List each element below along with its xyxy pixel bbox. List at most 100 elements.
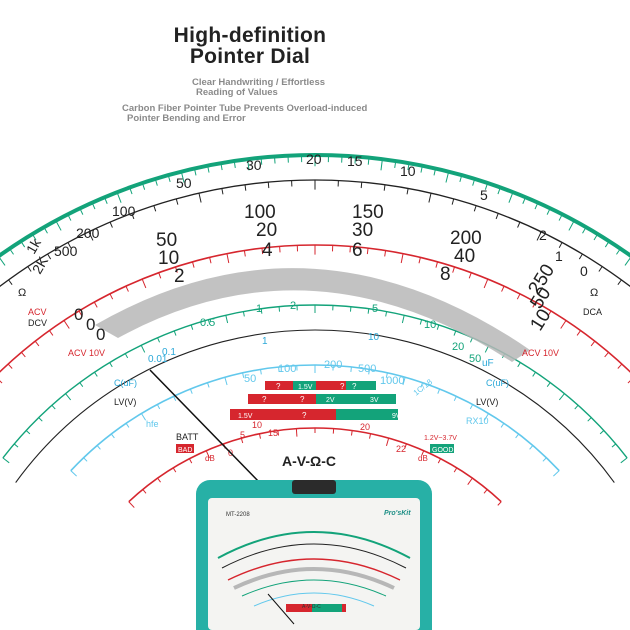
ohm-scale-tick: [433, 168, 437, 176]
acv-scale-tick: [261, 248, 264, 255]
acv10-scale-tick: [51, 405, 56, 410]
v-scale-label: 200: [450, 228, 482, 249]
db-scale-tick: [128, 501, 135, 508]
acv10-scale-tick: [599, 430, 605, 435]
acv-scale-tick: [158, 272, 162, 279]
acv-scale-tick: [418, 257, 421, 264]
acv-scale-tick: [109, 293, 114, 300]
db-scale-tick: [404, 443, 407, 449]
hfe-scale-label: 200: [324, 359, 342, 371]
acv10-scale-tick: [173, 330, 177, 336]
battery-block-text: ?: [276, 382, 281, 391]
dcv-scale-tick: [360, 182, 363, 189]
acv-scale-tick: [560, 320, 567, 329]
dcv-scale-tick: [451, 198, 455, 205]
lvv-label-right: LV(V): [476, 397, 498, 407]
dcv-scale-tick: [517, 221, 521, 228]
lvv-label-left: LV(V): [114, 397, 136, 407]
ohm-scale-tick: [180, 171, 185, 183]
dcv-scale-tick: [67, 242, 72, 248]
ohm-scale-tick: [116, 192, 122, 203]
hfe-scale-tick: [402, 377, 406, 386]
acv10-scale-tick: [558, 393, 565, 401]
headline-line2: Pointer Dial: [189, 45, 311, 68]
dial-ticks: [0, 155, 630, 508]
acv10-scale-tick: [401, 315, 405, 324]
acv-scale-tick: [532, 301, 537, 308]
ohm-scale-tick: [420, 165, 423, 173]
db-scale-tick: [295, 428, 298, 437]
hfe-scale-tick: [207, 382, 210, 388]
battery-block-text: 9V: [392, 413, 401, 420]
acv10-scale-tick: [611, 443, 617, 448]
acv-scale-tick: [366, 248, 369, 255]
hfe-scale-tick: [437, 388, 441, 394]
rx10-label: RX10: [466, 416, 489, 426]
acv10-scale-tick: [157, 337, 161, 343]
bad-label: BAD: [178, 447, 192, 454]
dcv-scale-tick: [27, 266, 32, 272]
ohm-scale-tick: [67, 214, 72, 221]
acv-scale-tick: [125, 285, 129, 292]
acv-label-left: ACV: [28, 307, 47, 317]
hfe-scale-tick: [542, 457, 547, 462]
cap-scale-label: 0.01: [148, 354, 168, 365]
ohm-scale-tick: [79, 208, 84, 215]
dcv-scale-tick: [473, 205, 477, 212]
dcv-scale-tick: [495, 213, 499, 220]
dca-label: DCA: [583, 307, 602, 317]
db-scale-tick: [483, 489, 488, 494]
acv-scale-tick: [243, 250, 246, 257]
hfe-scale-tick: [189, 388, 193, 394]
ohm-scale-tick: [484, 182, 489, 190]
acv-scale-tick: [483, 278, 489, 289]
acv-scale-tick: [175, 266, 178, 273]
ohm-scale-tick: [220, 163, 223, 171]
ohm-scale-label: 0: [580, 263, 588, 279]
multimeter-body: [196, 480, 432, 630]
hfe-scale-tick: [83, 457, 88, 462]
dcv-scale-tick: [198, 193, 202, 203]
ohm-scale-tick: [207, 165, 210, 173]
acv10-scale-tick: [587, 417, 592, 422]
acv10-scale-tick: [140, 345, 146, 353]
acv10-scale-tick: [94, 371, 98, 377]
ohm-scale-tick: [380, 159, 383, 171]
battery-block-text: ?: [340, 382, 345, 391]
ohm-scale-label: 100: [112, 203, 136, 219]
ohm-scale-tick: [497, 187, 501, 195]
ohm-scale-label: 2: [539, 227, 547, 243]
ohm-scale-tick: [20, 240, 26, 248]
ohm-scale-tick: [167, 174, 171, 183]
battery-block-text: ?: [302, 411, 307, 420]
hfe-scale-tick: [260, 369, 262, 375]
dcv-scale-tick: [47, 253, 52, 260]
acv-scale-tick: [468, 272, 472, 279]
cap-scale-label: 10: [368, 332, 380, 343]
hfe-scale-tick: [483, 413, 489, 421]
ohm-scale-tick: [154, 178, 158, 186]
v-scale-label: 100: [244, 202, 276, 223]
dcv-scale-tick: [267, 182, 270, 189]
dcv-scale-tick: [8, 279, 13, 286]
ohm-scale-tick: [9, 248, 14, 255]
headline-line1: High-definition: [173, 24, 327, 47]
db-scale-tick: [258, 433, 261, 439]
acv10-scale-tick: [546, 382, 551, 387]
db-scale-tick: [437, 458, 442, 464]
acv10-scale-tick: [124, 353, 129, 359]
db-scale-tick: [240, 438, 244, 444]
v-scale-label: 10: [526, 306, 555, 335]
acv-scale-tick: [627, 380, 630, 384]
acv10-scale-tick: [574, 405, 579, 410]
zero-mark: 0: [96, 325, 105, 344]
ohm-scale-tick: [445, 171, 450, 183]
hfe-scale-tick: [278, 366, 280, 373]
ohm-scale-tick: [459, 174, 463, 183]
battery-block-text: ?: [300, 395, 305, 404]
ohm-scale-label: 15: [347, 153, 363, 169]
cuf-label-right: C(uF): [486, 378, 509, 388]
db-scale-tick: [467, 477, 473, 485]
acv10-scale-tick: [385, 311, 388, 317]
acv10-scale-tick: [367, 308, 370, 314]
